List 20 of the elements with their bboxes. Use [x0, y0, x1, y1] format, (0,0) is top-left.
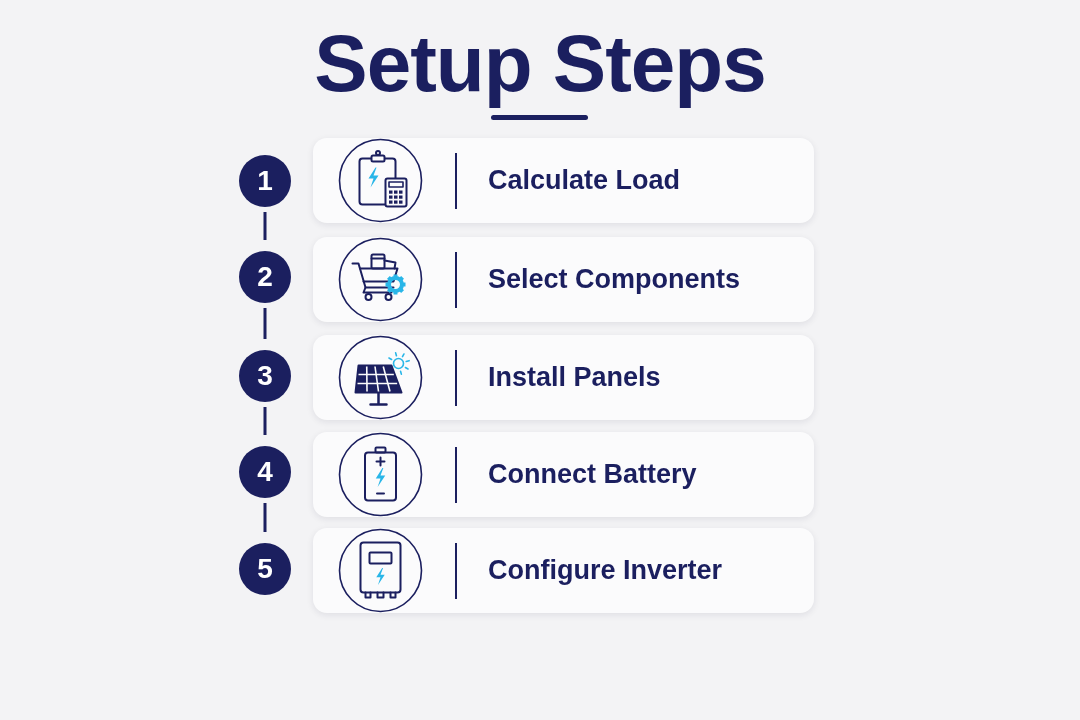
step-badge — [239, 251, 291, 303]
step-label: Configure Inverter — [488, 555, 723, 586]
step-card — [313, 138, 814, 223]
step-card — [313, 432, 814, 517]
step-badge — [239, 446, 291, 498]
step-badge — [239, 155, 291, 207]
step-card — [313, 335, 814, 420]
step-number: 3 — [257, 362, 273, 390]
step-badge — [239, 543, 291, 595]
step-badge — [239, 350, 291, 402]
step-label: Calculate Load — [488, 165, 681, 196]
step-number: 4 — [257, 458, 273, 486]
step-label: Install Panels — [488, 362, 661, 393]
step-number: 2 — [257, 263, 273, 291]
step-number: 5 — [257, 555, 273, 583]
step-card — [313, 528, 814, 613]
step-card — [313, 237, 814, 322]
step-label: Select Components — [488, 264, 741, 295]
step-label: Connect Battery — [488, 459, 697, 490]
step-number: 1 — [257, 167, 273, 195]
